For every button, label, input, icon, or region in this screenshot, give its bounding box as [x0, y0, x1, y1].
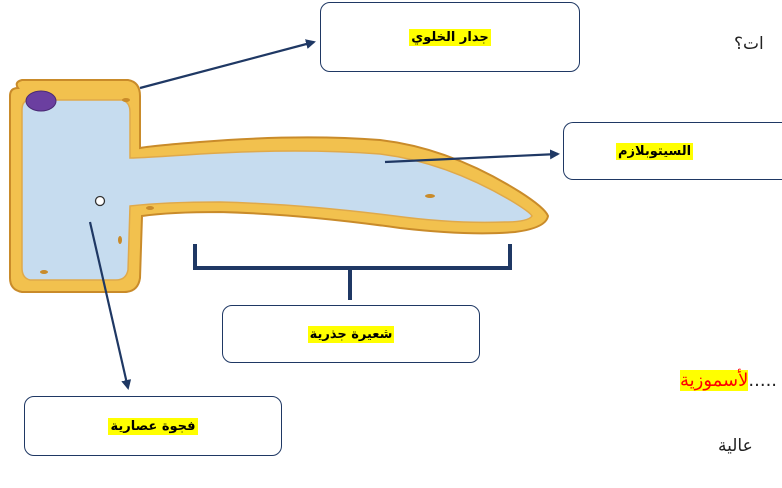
bg-text-line3: عالية	[718, 436, 753, 456]
nucleus	[26, 91, 56, 111]
granule	[146, 206, 154, 210]
vacuole-shape	[22, 100, 532, 280]
label-vacuole: فجوة عصارية	[108, 418, 197, 435]
granule	[122, 98, 130, 102]
label-box-root-hair: شعيرة جذرية	[222, 305, 480, 363]
label-box-cytoplasm: السيتوبلازم	[563, 122, 782, 180]
label-cytoplasm: السيتوبلازم	[616, 143, 693, 160]
label-root-hair: شعيرة جذرية	[308, 326, 395, 343]
root-hair-bracket	[195, 244, 510, 300]
label-box-vacuole: فجوة عصارية	[24, 396, 282, 456]
bg-text-dots: .....	[748, 370, 777, 391]
granule	[425, 194, 435, 198]
bg-text-line2: .....لأسموزية	[680, 370, 777, 391]
bg-text-line1: ات؟	[734, 34, 764, 54]
granule	[118, 236, 122, 244]
label-box-cell-wall: جدار الخلوي	[320, 2, 580, 72]
label-cell-wall: جدار الخلوي	[409, 29, 490, 46]
arrow-cell-wall	[140, 42, 314, 88]
small-vesicle	[96, 197, 105, 206]
granule	[40, 270, 48, 274]
bg-text-red: لأسموزية	[680, 370, 748, 391]
